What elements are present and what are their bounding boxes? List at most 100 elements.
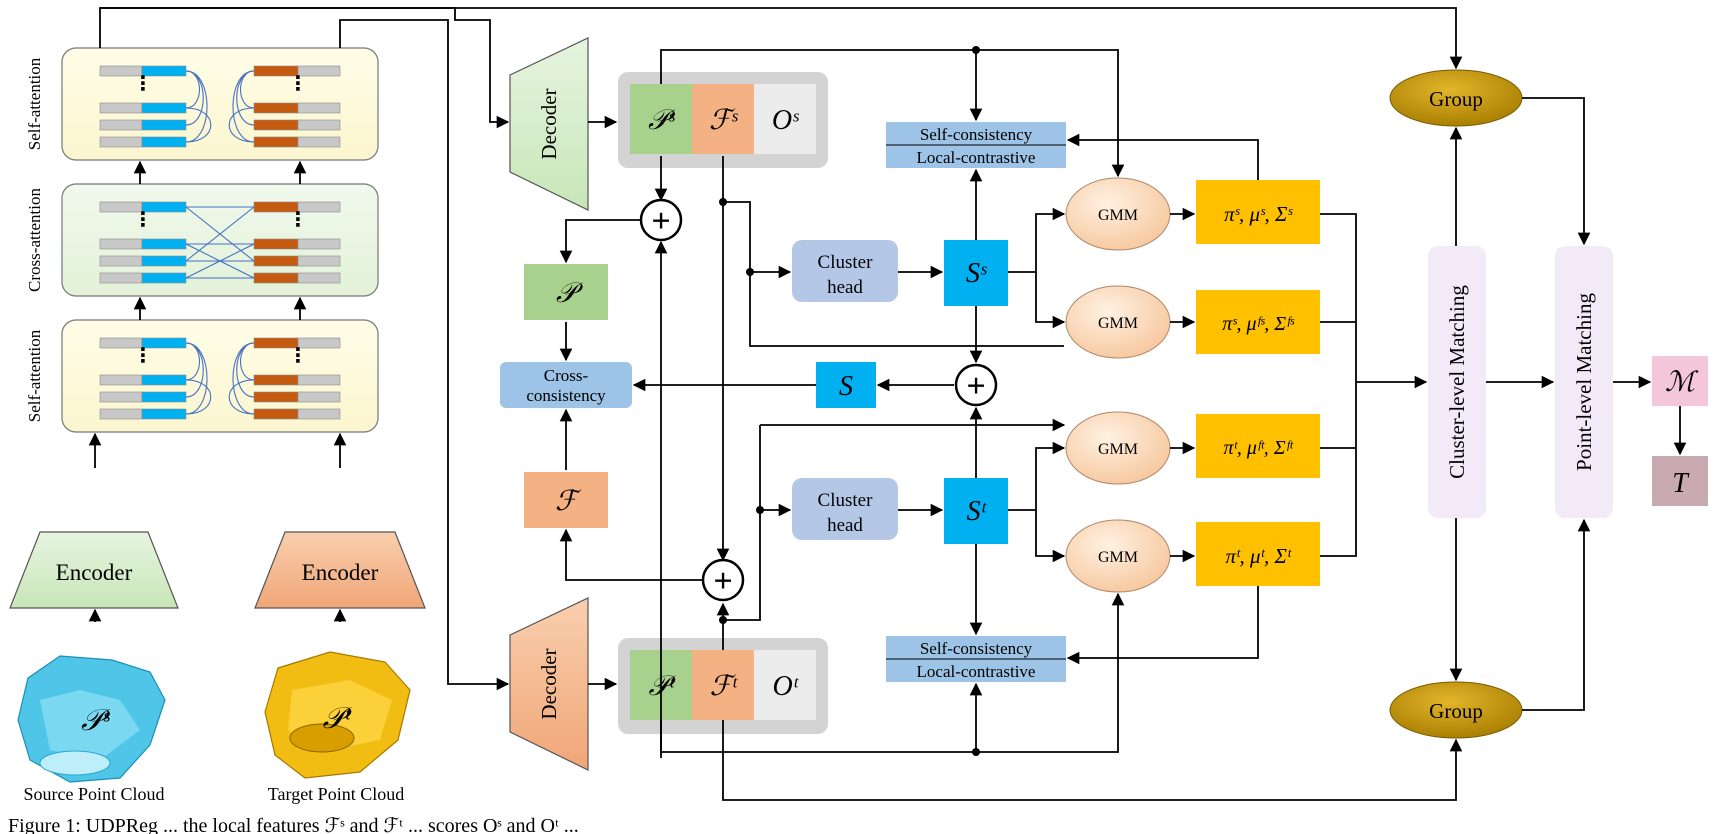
source-geo-params-text: πˢ, μˢ, Σˢ [1224,202,1293,226]
gmm-target-feat-label: GMM [1098,441,1138,458]
attention-link [185,342,208,415]
token-bar [297,374,341,386]
source-features-symbol: ℱˢ [709,105,738,136]
attention-link [185,379,212,415]
ellipsis-mark: ⋮ [288,207,308,231]
score-symbol: S [839,371,853,402]
group-top-label: Group [1429,87,1483,111]
target-encoder-label: Encoder [302,560,379,585]
token-bar [297,201,341,213]
source-point-cloud: 𝒫ˢ [17,655,166,783]
token-bar [297,136,341,148]
cluster-level-matching-box [1428,246,1486,518]
cluster-level-matching-label: Cluster-level Matching [1445,285,1469,479]
target-overlap-cell [754,650,816,720]
token-bar [141,102,187,114]
gmm-target-geo-label: GMM [1098,549,1138,566]
ellipsis-mark: ⋮ [133,343,153,367]
token-bar [141,119,187,131]
cross-consistency-line2: consistency [526,386,606,405]
token-bar [253,119,299,131]
ellipsis-mark: ⋮ [133,71,153,95]
target-feat-params-text: πᵗ, μᶠᵗ, Σᶠᵗ [1224,437,1295,459]
source-overlap-cell [754,84,816,154]
target-cluster-head-line2: head [827,515,863,536]
ellipsis-mark: ⋮ [288,71,308,95]
gmm-source-feat-label: GMM [1098,315,1138,332]
token-bar [297,337,341,349]
token-bar [297,119,341,131]
target-geo-params [1196,522,1320,586]
source-cluster-head-line2: head [827,277,863,298]
source-score-symbol: Sˢ [966,258,987,289]
token-rows: ⋮ ⋮ ⋮ ⋮ ⋮ ⋮ [99,65,341,420]
target-encoder-shape [254,531,426,609]
features-box [524,472,608,528]
source-overlap-symbol: Oˢ [772,105,799,136]
point-level-matching-label: Point-level Matching [1572,293,1596,471]
target-overlap-symbol: Oᵗ [773,671,800,702]
token-bar [141,136,187,148]
token-bar [297,65,341,77]
source-features-cell [692,84,754,154]
score-box [816,362,876,408]
target-geo-params-text: πᵗ, μᵗ, Σᵗ [1225,544,1292,568]
source-cloud-symbol: 𝒫ˢ [81,704,111,737]
plus-bottom-symbol: + [713,563,732,600]
target-cloud-symbol: 𝒫ᵗ [323,702,353,735]
token-bar [99,374,143,386]
plus-top-symbol: + [651,203,670,240]
source-cluster-head-line1: Cluster [818,252,874,273]
target-points-symbol: 𝒫ᵗ [649,671,677,702]
token-bar [253,136,299,148]
token-bar [141,374,187,386]
token-bar [99,119,143,131]
source-encoder-shape [9,531,179,609]
target-score-box [944,478,1008,544]
token-bar [99,272,143,284]
token-bar [99,391,143,403]
token-bar [99,136,143,148]
correspondence-box [1652,356,1708,406]
target-features-symbol: ℱᵗ [710,671,739,702]
plus-bottom-node [701,558,745,602]
plus-score-node [954,363,998,407]
token-bar [99,255,143,267]
token-bar [141,238,187,250]
target-cluster-head [792,478,898,540]
token-bar [99,102,143,114]
consistency-bottom-line1: Self-consistency [920,639,1033,658]
figure-caption: Figure 1: UDPReg ... the local features … [8,815,579,834]
token-bar [253,374,299,386]
source-feat-params [1196,290,1320,354]
source-score-box [944,240,1008,306]
token-bar [253,255,299,267]
source-cloud-label: Source Point Cloud [23,784,164,804]
token-bar [99,238,143,250]
token-bar [253,238,299,250]
token-bar [297,238,341,250]
transform-box [1652,456,1708,506]
plus-top-node [639,198,683,242]
target-decoder-label: Decoder [537,648,561,719]
gmm-source-geo-label: GMM [1098,207,1138,224]
token-bar [99,408,143,420]
points-box [524,264,608,320]
token-bar [141,391,187,403]
token-bar [141,255,187,267]
source-decoder-shape [509,37,589,211]
target-features-cell [692,650,754,720]
ellipsis-mark: ⋮ [133,207,153,231]
source-points-symbol: 𝒫ˢ [648,105,676,136]
transform-symbol: T [1672,468,1690,499]
attention-links [185,70,255,415]
source-points-cell [630,84,692,154]
token-bar [253,408,299,420]
target-point-cloud: 𝒫ᵗ [264,651,411,779]
attention-link [228,379,255,415]
group-bottom-label: Group [1429,699,1483,723]
ellipsis-mark: ⋮ [288,343,308,367]
self-attention-bottom-label: Self-attention [25,329,44,422]
